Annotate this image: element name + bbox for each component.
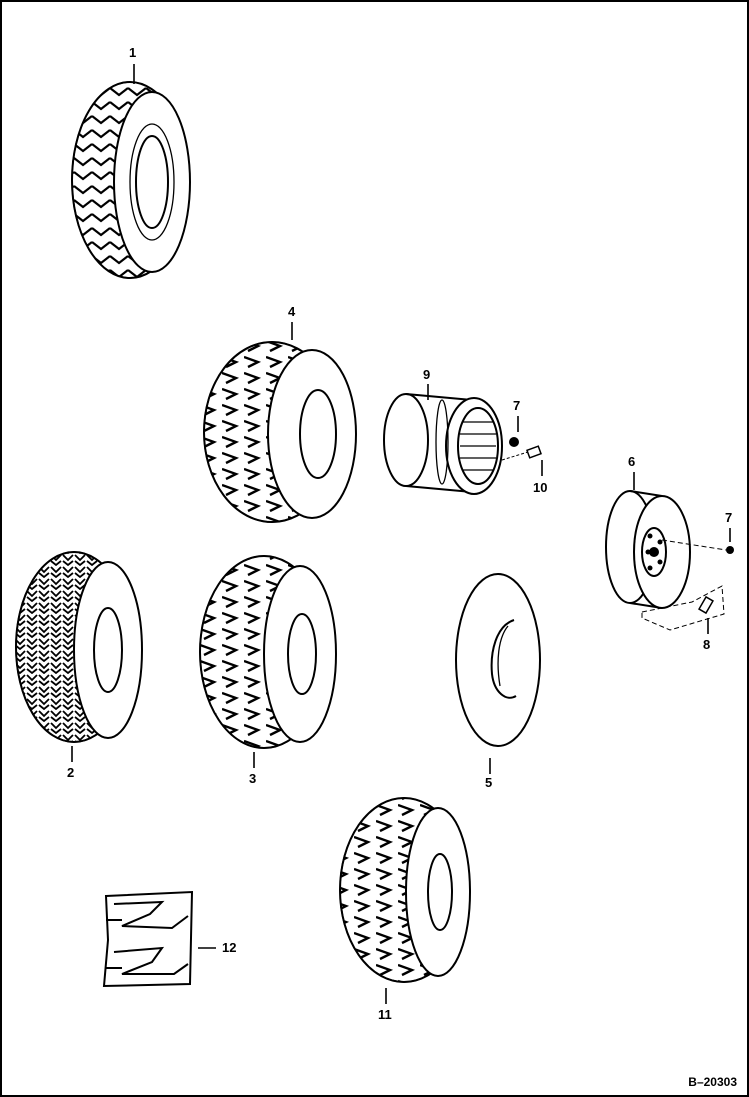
split-wheel-rim	[383, 393, 503, 495]
nut-7-lower	[726, 546, 734, 554]
dashed-guide-7	[661, 539, 727, 551]
callout-4: 4	[288, 304, 296, 319]
nut-7-upper	[509, 437, 519, 447]
callout-7-upper: 7	[513, 398, 521, 413]
callout-12: 12	[222, 940, 237, 955]
wheel-rim	[605, 490, 691, 609]
tread-section	[102, 890, 194, 988]
tire-2	[15, 551, 143, 743]
valve-stem-10	[501, 445, 542, 461]
callout-5: 5	[485, 775, 493, 790]
dashed-box-8	[641, 585, 725, 631]
callout-1: 1	[129, 45, 137, 60]
tire-11	[339, 797, 471, 983]
callout-6: 6	[628, 454, 636, 469]
callout-9: 9	[423, 367, 431, 382]
callout-11: 11	[378, 1007, 392, 1022]
tire-1	[71, 81, 191, 279]
callout-8: 8	[703, 637, 711, 652]
tire-4	[203, 341, 357, 523]
drawing-reference-number: B–20303	[688, 1075, 737, 1089]
inner-tube	[455, 573, 541, 747]
callout-10: 10	[533, 480, 548, 495]
callout-7-lower: 7	[725, 510, 733, 525]
callout-3: 3	[249, 771, 257, 786]
valve-stem-8	[698, 595, 714, 615]
callout-2: 2	[67, 765, 75, 780]
tire-3	[199, 555, 337, 749]
